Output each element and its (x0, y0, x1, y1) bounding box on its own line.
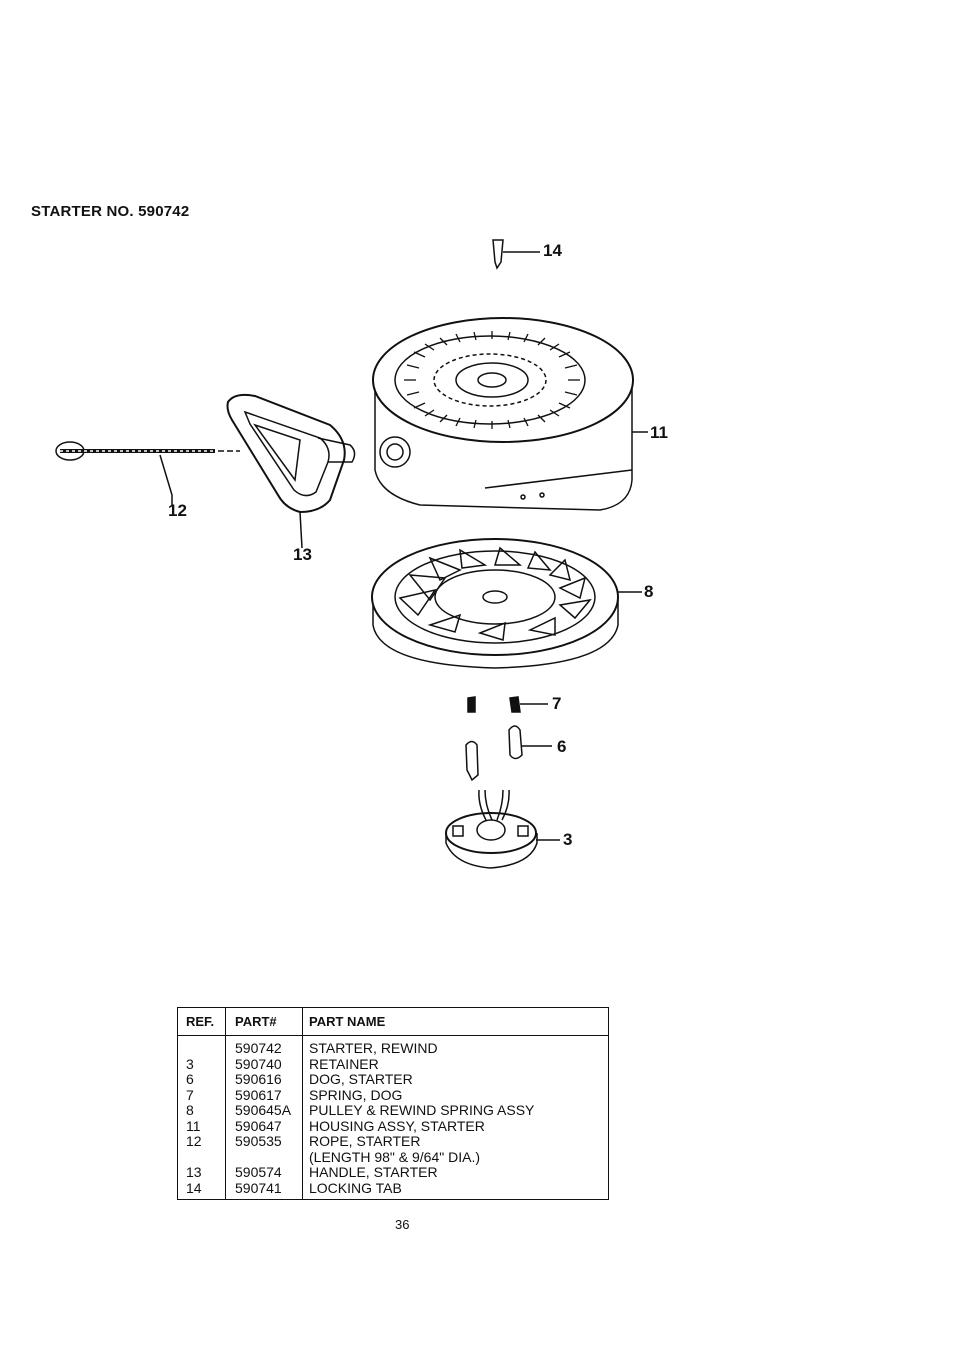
page-title: STARTER NO. 590742 (31, 203, 190, 220)
part-number-cell: 590742 (235, 1040, 282, 1056)
column-divider (225, 1008, 226, 1199)
part-number-cell: 590741 (235, 1179, 282, 1196)
ref-cell: 3 (186, 1055, 194, 1072)
ref-cell: 14 (186, 1179, 202, 1196)
callout-6: 6 (557, 737, 567, 756)
part-name-cell: PULLEY & REWIND SPRING ASSY (309, 1102, 535, 1118)
part-name-cell: RETAINER (309, 1055, 379, 1072)
pulley-part (371, 538, 642, 669)
callout-14: 14 (543, 241, 562, 260)
dog-spring-parts (467, 696, 548, 713)
table-row: 13 590574 HANDLE, STARTER (178, 1165, 608, 1181)
ref-cell: 12 (186, 1133, 202, 1149)
part-name-cell: HOUSING ASSY, STARTER (309, 1117, 485, 1134)
part-number-cell: 590645A (235, 1102, 292, 1118)
housing-part (372, 317, 648, 511)
part-number-cell: 590647 (235, 1117, 282, 1134)
table-row: 14 590741 LOCKING TAB (178, 1179, 608, 1197)
table-row: 12 590535 ROPE, STARTER (178, 1134, 608, 1150)
part-number-cell: 590617 (235, 1086, 282, 1103)
table-row: 590742 STARTER, REWIND (178, 1041, 608, 1057)
ref-cell: 11 (186, 1117, 201, 1134)
table-row: (LENGTH 98" & 9/64" DIA.) (178, 1148, 608, 1166)
part-name-cell: SPRING, DOG (309, 1086, 403, 1103)
callout-12: 12 (168, 501, 187, 520)
part-name-cell: STARTER, REWIND (309, 1040, 438, 1056)
table-body: 590742 STARTER, REWIND 3 590740 RETAINER 6 590… (178, 1041, 608, 1196)
callout-3: 3 (563, 830, 573, 849)
callout-11: 11 (650, 423, 668, 442)
part-name-cell: LOCKING TAB (309, 1179, 402, 1196)
locking-tab-part (492, 239, 540, 270)
part-number-cell: 590535 (235, 1133, 282, 1149)
parts-table: REF. PART# PART NAME 590742 STARTER, REWI… (177, 1007, 609, 1200)
starter-dog-parts (465, 725, 552, 782)
table-row: 7 590617 SPRING, DOG (178, 1086, 608, 1104)
page-number: 36 (395, 1217, 410, 1232)
part-name-cell: ROPE, STARTER (309, 1133, 421, 1149)
ref-cell: 13 (186, 1164, 202, 1180)
callout-8: 8 (644, 582, 654, 601)
ref-cell: 7 (186, 1086, 194, 1103)
table-row: 8 590645A PULLEY & REWIND SPRING ASSY (178, 1103, 608, 1119)
part-name-cell: HANDLE, STARTER (309, 1164, 438, 1180)
ref-cell: 6 (186, 1071, 194, 1087)
table-row: 6 590616 DOG, STARTER (178, 1072, 608, 1088)
column-divider (302, 1008, 303, 1199)
part-name-cell: (LENGTH 98" & 9/64" DIA.) (309, 1148, 480, 1165)
part-name-cell: DOG, STARTER (309, 1071, 413, 1087)
callout-13: 13 (293, 545, 312, 564)
header-part-name: PART NAME (309, 1014, 386, 1029)
part-number-cell: 590740 (235, 1055, 282, 1072)
part-number-cell: 590616 (235, 1071, 282, 1087)
rope-part (55, 441, 240, 505)
handle-part (226, 393, 356, 549)
header-ref: REF. (186, 1014, 215, 1029)
part-number-cell: 590574 (235, 1164, 282, 1180)
ref-cell: 8 (186, 1102, 194, 1118)
callout-7: 7 (552, 694, 562, 713)
table-header: REF. PART# PART NAME (178, 1008, 608, 1036)
retainer-part (445, 789, 560, 869)
table-row: 3 590740 RETAINER (178, 1055, 608, 1073)
housing-fins (404, 331, 580, 429)
header-part: PART# (235, 1014, 277, 1029)
table-row: 11 590647 HOUSING ASSY, STARTER (178, 1117, 608, 1135)
